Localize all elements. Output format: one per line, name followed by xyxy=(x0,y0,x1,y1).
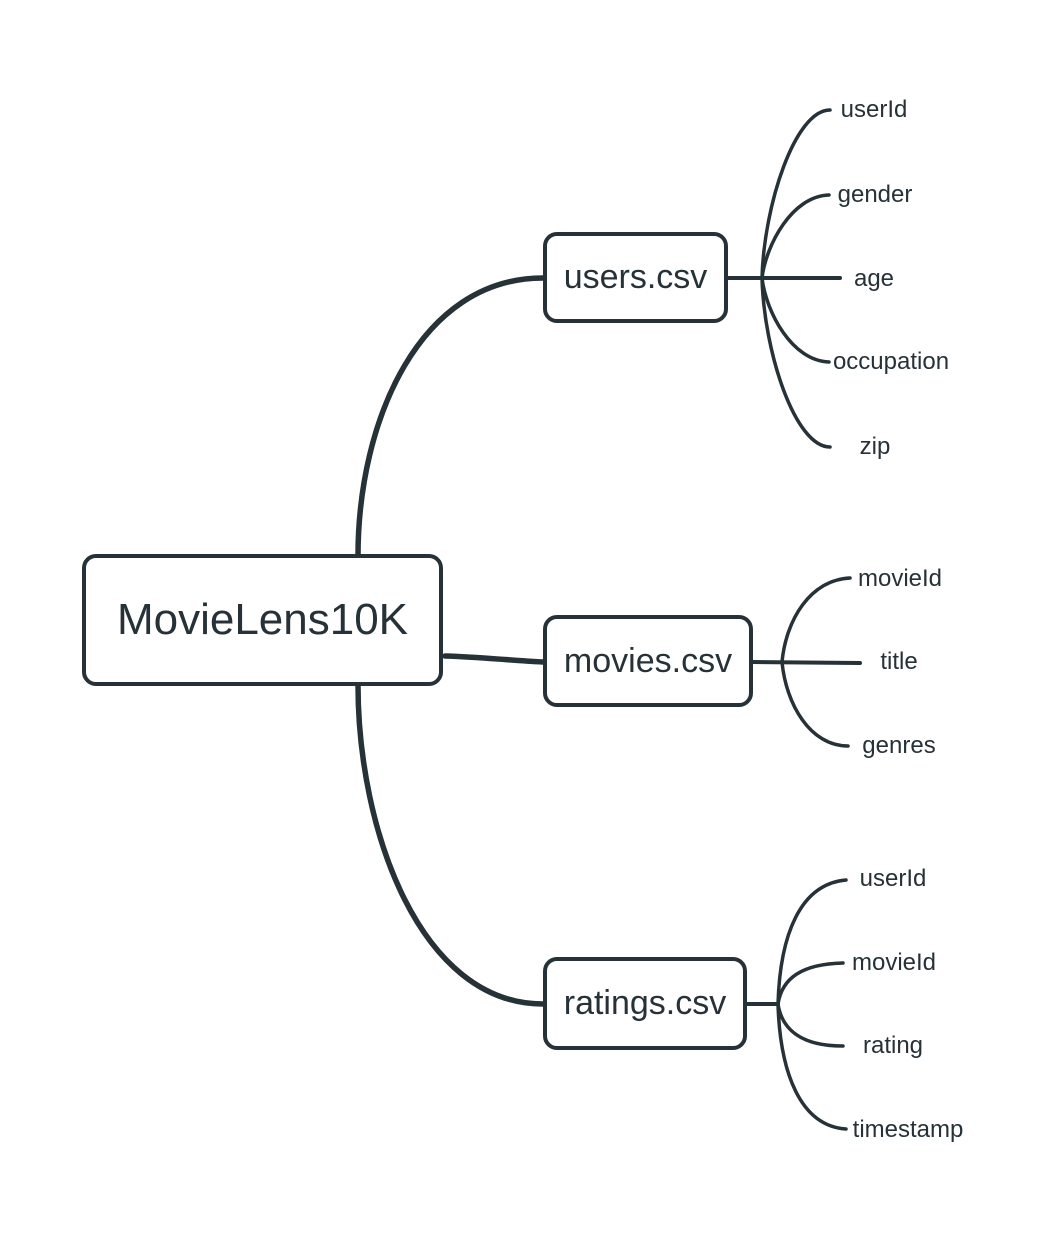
leaf-ratings-rating: rating xyxy=(862,1032,924,1059)
edge-ratings-timestamp xyxy=(776,1002,848,1131)
node-root-label: MovieLens10K xyxy=(116,595,409,644)
node-ratings-csv: ratings.csv xyxy=(543,957,747,1050)
node-users-label: users.csv xyxy=(563,258,708,296)
edge-root-ratings xyxy=(355,682,546,1007)
node-root-movielens10k: MovieLens10K xyxy=(82,554,443,686)
leaf-users-userid: userId xyxy=(840,96,908,123)
leaf-ratings-movieid: movieId xyxy=(851,949,937,976)
leaf-users-gender: gender xyxy=(837,181,913,208)
edge-users-gender xyxy=(760,193,831,280)
edge-movies-movieid xyxy=(780,576,852,664)
leaf-users-zip: zip xyxy=(859,433,891,460)
edge-ratings-rating xyxy=(776,1002,845,1048)
edge-movies-title xyxy=(751,660,862,665)
edge-ratings-movieid xyxy=(776,961,845,1006)
leaf-users-age: age xyxy=(853,265,895,292)
node-ratings-label: ratings.csv xyxy=(563,984,727,1022)
node-movies-label: movies.csv xyxy=(563,641,733,680)
leaf-movies-genres: genres xyxy=(862,732,936,759)
edge-ratings-userid xyxy=(776,878,848,1006)
leaf-movies-title: title xyxy=(880,648,918,675)
edge-users-userid xyxy=(760,108,832,280)
leaf-ratings-timestamp: timestamp xyxy=(852,1116,964,1143)
edge-root-users xyxy=(355,275,546,559)
edge-root-movies xyxy=(442,653,546,665)
leaf-movies-movieid: movieId xyxy=(857,565,943,592)
edge-movies-genres xyxy=(780,660,850,748)
node-movies-csv: movies.csv xyxy=(543,615,753,707)
edge-users-zip xyxy=(760,276,832,449)
leaf-ratings-userid: userId xyxy=(859,865,927,892)
node-users-csv: users.csv xyxy=(543,232,728,323)
leaf-users-occupation: occupation xyxy=(832,348,950,375)
